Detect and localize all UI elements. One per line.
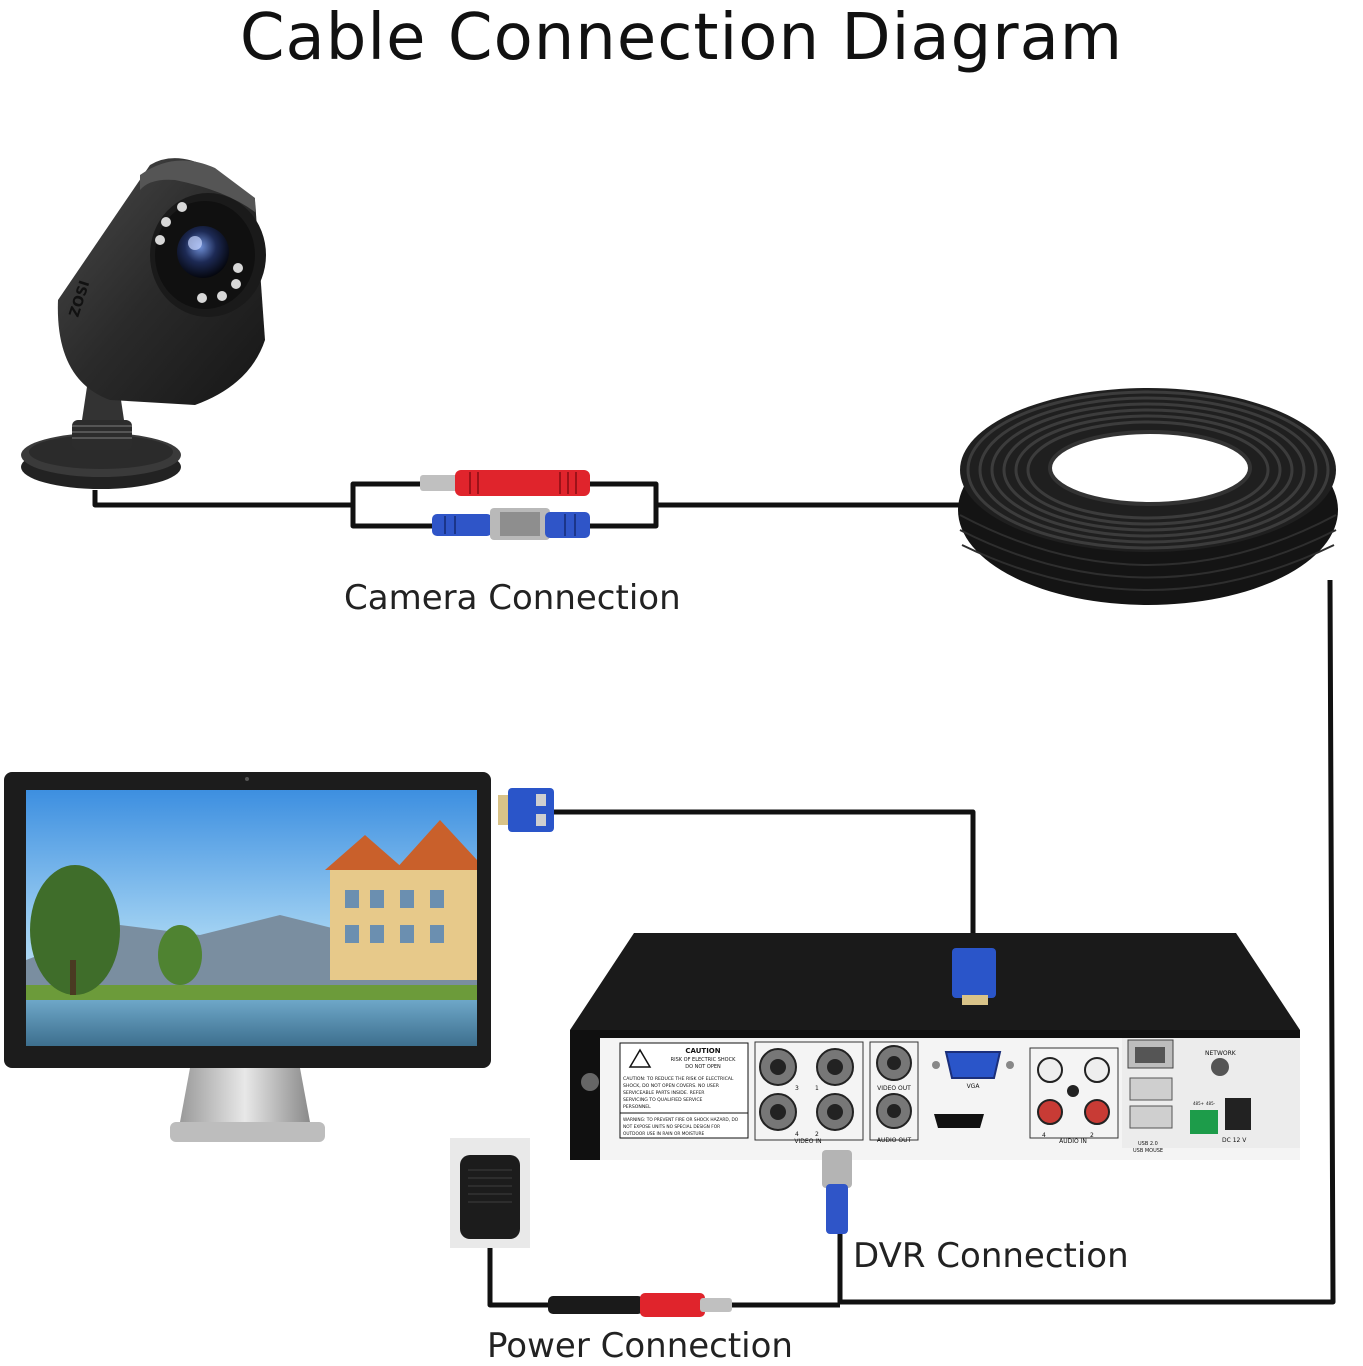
warning-line: OUTDOOR USE IN RAIN OR MOISTURE: [623, 1131, 705, 1137]
monitor-icon: [4, 772, 491, 1142]
power-cable: [487, 1240, 548, 1308]
audio-in-label: AUDIO IN: [1059, 1138, 1087, 1145]
port-number: 2: [815, 1131, 819, 1138]
audio-number: 4: [1042, 1132, 1046, 1139]
vga-cable: [553, 809, 976, 950]
warning-line: NOT EXPOSE UNITS NO SPECIAL DESIGN FOR: [623, 1124, 720, 1130]
vga-plug: [952, 948, 996, 1005]
caution-title: CAUTION: [685, 1047, 720, 1055]
camera-icon: ZOSI: [21, 158, 266, 489]
vga-label: VGA: [967, 1083, 981, 1090]
power-connection-label: Power Connection: [487, 1326, 793, 1366]
rs485-label: 485+: [1193, 1101, 1204, 1106]
network-label: NETWORK: [1205, 1050, 1237, 1057]
cable-coil-icon: [958, 388, 1338, 605]
port-number: 1: [815, 1085, 819, 1092]
diagram-title: Cable Connection Diagram: [239, 1, 1124, 75]
audio-out-label: AUDIO OUT: [877, 1137, 912, 1144]
caution-line: PERSONNEL: [623, 1104, 651, 1110]
dvr-connection-label: DVR Connection: [853, 1236, 1129, 1276]
warning-line: WARNING: TO PREVENT FIRE OR SHOCK HAZARD…: [623, 1117, 739, 1123]
power-plug-top: [420, 470, 590, 496]
dvr-icon: CAUTION RISK OF ELECTRIC SHOCK DO NOT OP…: [570, 933, 1300, 1160]
camera-connection-label: Camera Connection: [344, 578, 681, 618]
port-number: 4: [795, 1131, 799, 1138]
audio-number: 2: [1090, 1132, 1094, 1139]
camera-cable: [92, 490, 353, 508]
usb-label: USB 2.0: [1138, 1141, 1158, 1147]
coil-return-cable: [837, 579, 1336, 1305]
video-out-label: VIDEO OUT: [877, 1085, 911, 1092]
dvr-bnc-connector: [822, 1150, 852, 1234]
rs485-label: 485-: [1206, 1101, 1216, 1106]
caution-line: SERVICING TO QUALIFIED SERVICE: [623, 1097, 703, 1103]
port-number: 3: [795, 1085, 799, 1092]
caution-line: CAUTION: TO REDUCE THE RISK OF ELECTRICA…: [623, 1076, 734, 1082]
power-plug-bottom: [548, 1293, 732, 1317]
dc-label: DC 12 V: [1222, 1137, 1247, 1144]
usb-mouse-label: USB MOUSE: [1133, 1148, 1163, 1154]
caution-sub2: DO NOT OPEN: [685, 1064, 721, 1070]
bnc-connector-icon: [432, 508, 590, 540]
caution-sub1: RISK OF ELECTRIC SHOCK: [671, 1057, 736, 1063]
caution-line: SERVICEABLE PARTS INSIDE. REFER: [623, 1090, 705, 1096]
video-in-label: VIDEO IN: [794, 1138, 821, 1145]
vga-connector-icon: [498, 788, 554, 832]
caution-line: SHOCK, DO NOT OPEN COVERS. NO USER: [623, 1083, 720, 1089]
power-adapter-icon: [450, 1138, 530, 1248]
